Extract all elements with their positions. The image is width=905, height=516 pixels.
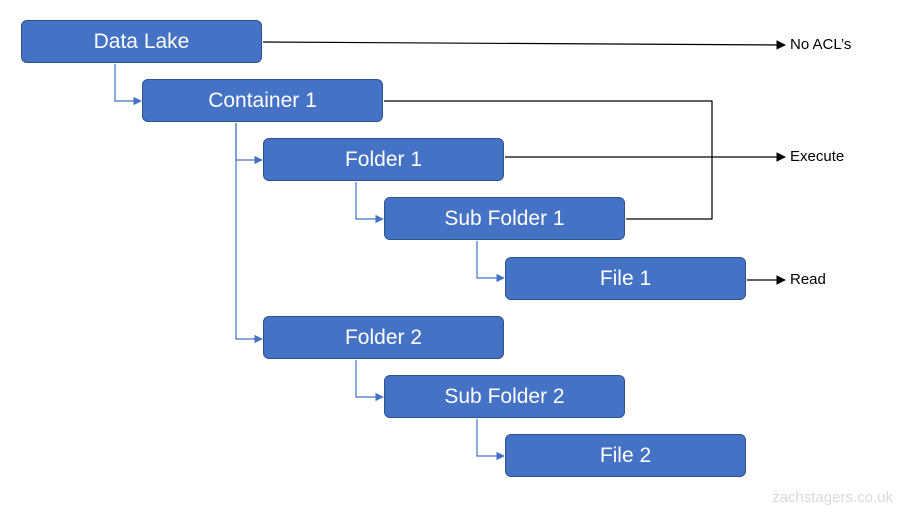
connector-datalake-container1 (114, 64, 142, 106)
node-sub-folder-1: Sub Folder 1 (384, 197, 625, 240)
connector-folder1-subfolder1 (355, 182, 384, 224)
node-data-lake: Data Lake (21, 20, 262, 63)
connector-container1-folder1 (235, 123, 263, 165)
permission-label-no-acls: No ACL’s (790, 36, 852, 53)
node-folder-2: Folder 2 (263, 316, 504, 359)
watermark: zachstagers.co.uk (772, 489, 893, 506)
permission-label-read: Read (790, 271, 826, 288)
arrow-datalake-no-acls (262, 40, 786, 50)
permission-label-execute: Execute (790, 148, 845, 165)
connector-subfolder1-file1 (476, 241, 505, 283)
node-sub-folder-2: Sub Folder 2 (384, 375, 625, 418)
node-file-1: File 1 (505, 257, 746, 300)
node-container-1: Container 1 (142, 79, 383, 122)
node-folder-1: Folder 1 (263, 138, 504, 181)
node-file-2: File 2 (505, 434, 746, 477)
connector-container1-folder2 (235, 123, 263, 344)
connector-folder2-subfolder2 (355, 360, 384, 402)
connector-subfolder2-file2 (476, 419, 505, 461)
arrow-container1-execute-bracket (384, 100, 713, 220)
